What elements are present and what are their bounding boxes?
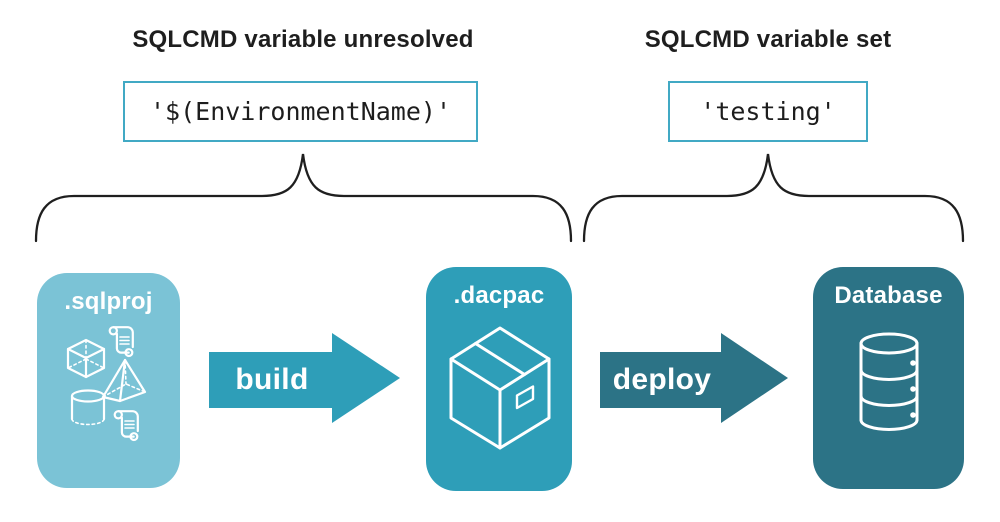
deploy-arrow-icon [600, 333, 788, 423]
database-card-title: Database [834, 282, 943, 309]
dacpac-card-title: .dacpac [453, 282, 545, 309]
code-box-variable-value: 'testing' [668, 81, 868, 142]
node-card-sqlproj: .sqlproj [37, 273, 180, 488]
heading-sqlcmd-variable-set: SQLCMD variable set [644, 26, 892, 53]
curly-brace-right-icon [582, 153, 965, 243]
code-value-set: 'testing' [700, 97, 836, 126]
deploy-arrow-label: deploy [612, 363, 712, 396]
code-box-environment-variable: '$(EnvironmentName)' [123, 81, 478, 142]
heading-sqlcmd-variable-unresolved: SQLCMD variable unresolved [132, 26, 474, 53]
sqlproj-card-title: .sqlproj [64, 288, 153, 315]
sql-objects-icon [66, 326, 147, 442]
package-box-icon [449, 326, 551, 450]
code-value-unresolved: '$(EnvironmentName)' [149, 97, 452, 126]
database-cylinder-icon [859, 332, 919, 431]
curly-brace-left-icon [34, 153, 573, 243]
build-arrow-icon [209, 333, 400, 423]
build-arrow-label: build [235, 363, 309, 396]
